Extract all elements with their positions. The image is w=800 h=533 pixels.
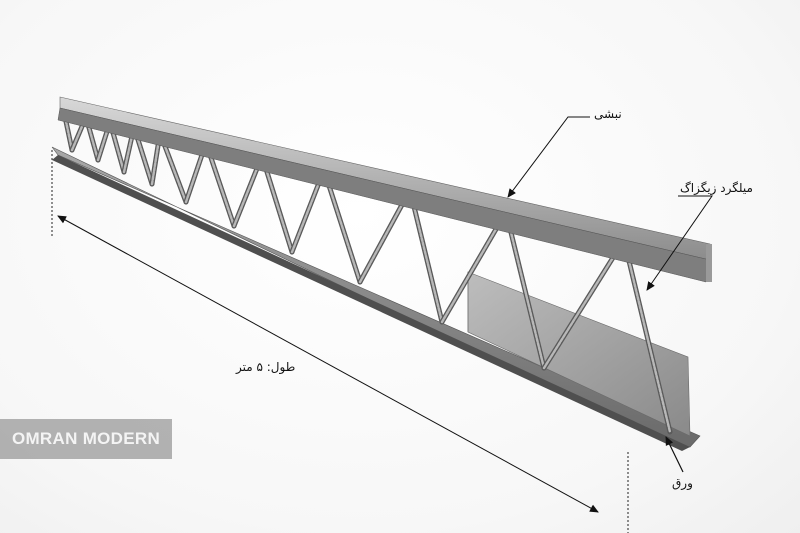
length-dimension-arrow bbox=[57, 215, 599, 513]
angle-leader-line bbox=[507, 116, 590, 198]
length-label: طول: ۵ متر bbox=[236, 360, 296, 374]
angle-label: نبشی bbox=[594, 107, 622, 121]
bottom-flange-underside bbox=[52, 155, 690, 451]
rebar-segment bbox=[622, 238, 672, 434]
zigzag-rebar-label: میلگرد زیگزاگ bbox=[680, 181, 753, 195]
omran-modern-watermark: OMRAN MODERN bbox=[0, 419, 172, 459]
top-angle-lip bbox=[57, 107, 711, 283]
top-angle-end bbox=[706, 244, 712, 282]
zigzag-leader-line bbox=[646, 195, 713, 291]
sheet-leader-line bbox=[665, 436, 684, 473]
top-angle bbox=[57, 96, 712, 283]
sheet-label: ورق bbox=[672, 476, 693, 490]
